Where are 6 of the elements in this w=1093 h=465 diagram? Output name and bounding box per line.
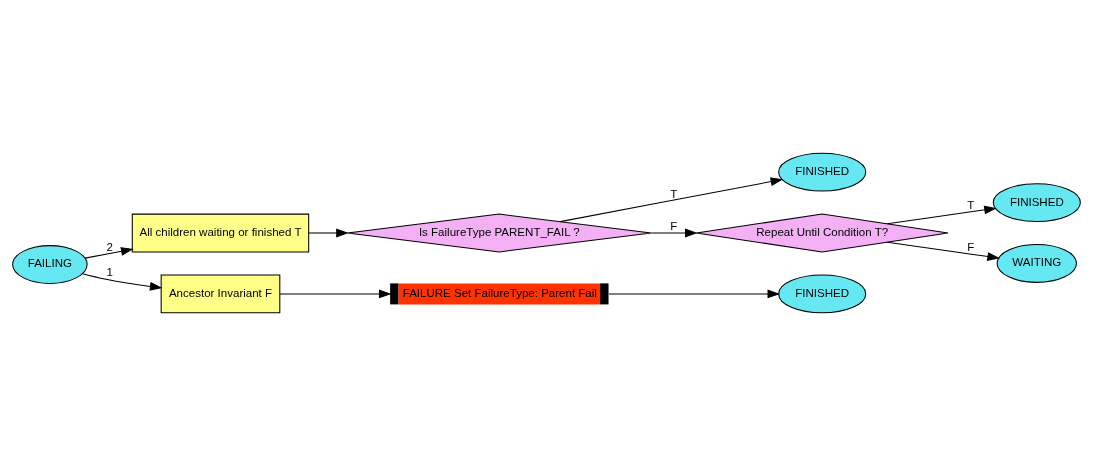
edge-label: F bbox=[967, 240, 975, 253]
edge-label: 1 bbox=[106, 265, 113, 278]
edge-label: F bbox=[670, 219, 678, 232]
edge-label: T bbox=[967, 198, 975, 211]
edge-label: T bbox=[670, 187, 678, 200]
edge-label: 2 bbox=[106, 240, 113, 253]
